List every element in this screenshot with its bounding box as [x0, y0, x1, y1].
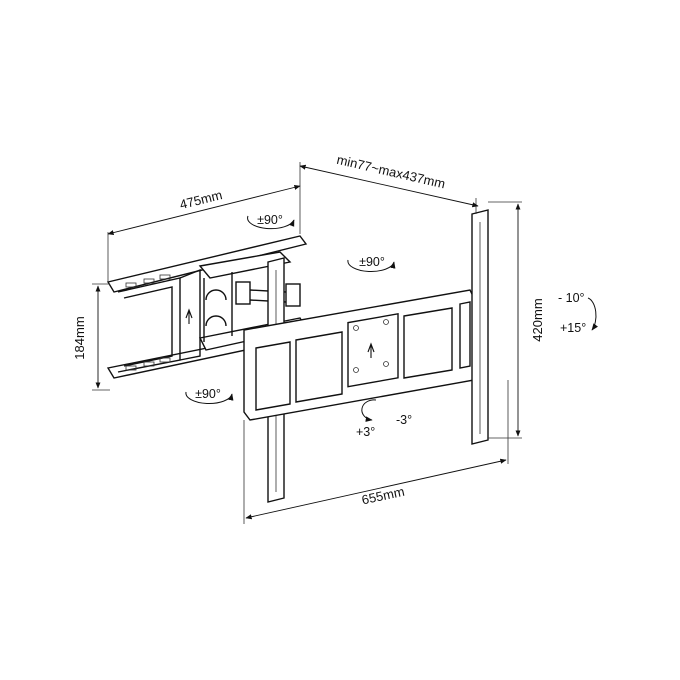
swivel-bottom-label: ±90° — [195, 387, 221, 401]
arm-length-label: 475mm — [178, 187, 224, 212]
bracket-height-label: 184mm — [72, 316, 87, 359]
rotation-arrows — [185, 215, 598, 422]
depth-range-label: min77~max437mm — [335, 152, 446, 192]
swivel-top-label: ±90° — [257, 213, 283, 227]
level-minus-label: -3° — [396, 413, 412, 427]
tilt-up-label: - 10° — [558, 291, 585, 305]
dimension-lines — [92, 162, 522, 524]
height-label: 420mm — [530, 298, 545, 341]
swivel-center-label: ±90° — [359, 255, 385, 269]
level-plus-label: +3° — [356, 425, 375, 439]
front-vertical-bar-right — [471, 209, 489, 445]
tilt-down-label: +15° — [560, 321, 586, 335]
width-label: 655mm — [360, 484, 406, 508]
